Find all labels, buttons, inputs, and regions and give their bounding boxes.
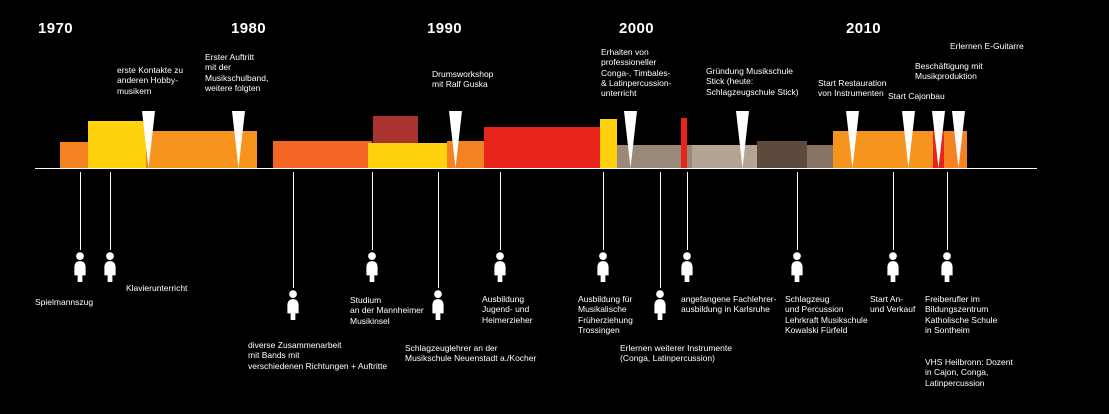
timeline-period-block bbox=[692, 145, 757, 168]
decade-label-1980: 1980 bbox=[231, 20, 266, 37]
decade-label-1970: 1970 bbox=[38, 20, 73, 37]
decade-label-1990: 1990 bbox=[427, 20, 462, 37]
person-icon bbox=[366, 252, 378, 282]
below-event-label: Klavierunterricht bbox=[126, 283, 188, 293]
person-icon bbox=[941, 252, 953, 282]
below-event-connector bbox=[437, 172, 439, 288]
timeline-period-block bbox=[373, 116, 418, 143]
person-icon bbox=[287, 290, 299, 320]
event-marker-label: Start Restauration von Instrumenten bbox=[818, 78, 887, 99]
event-marker-label: Drumsworkshop mit Ralf Guska bbox=[432, 69, 494, 90]
below-event-connector bbox=[292, 172, 294, 288]
below-event-label: Schlagzeug und Percussion Lehrkraft Musi… bbox=[785, 294, 868, 336]
below-event-label: Schlagzeuglehrer an der Musikschule Neue… bbox=[405, 343, 537, 364]
person-icon-wrap bbox=[652, 290, 668, 320]
event-marker-label: Start Cajonbau bbox=[888, 91, 945, 101]
person-icon-wrap bbox=[285, 290, 301, 320]
below-event-connector bbox=[796, 172, 798, 250]
timeline-period-block bbox=[368, 143, 447, 168]
timeline-period-block bbox=[833, 131, 933, 168]
below-event-label: Spielmannszug bbox=[35, 297, 94, 307]
timeline-period-block bbox=[273, 141, 372, 168]
event-marker-label: erste Kontakte zu anderen Hobby- musiker… bbox=[117, 65, 184, 96]
below-event-label: Freiberufler im Bildungszentrum Katholis… bbox=[925, 294, 998, 336]
person-icon bbox=[104, 252, 116, 282]
below-event-label: Erlernen weiterer Instrumente (Conga, La… bbox=[620, 343, 732, 364]
below-event-label: Start An- und Verkauf bbox=[870, 294, 916, 315]
person-icon-wrap bbox=[492, 252, 508, 282]
person-icon-wrap bbox=[789, 252, 805, 282]
event-marker-label: Erhalten von professioneller Conga-, Tim… bbox=[601, 47, 672, 99]
below-event-connector bbox=[602, 172, 604, 250]
below-event-label: Studium an der Mannheimer Musikinsel bbox=[350, 295, 424, 326]
person-icon bbox=[432, 290, 444, 320]
person-icon-wrap bbox=[595, 252, 611, 282]
below-event-label: diverse Zusammenarbeit mit Bands mit ver… bbox=[248, 340, 388, 371]
timeline-period-block bbox=[88, 121, 146, 168]
person-icon bbox=[597, 252, 609, 282]
person-icon-wrap bbox=[679, 252, 695, 282]
person-icon-wrap bbox=[430, 290, 446, 320]
person-icon bbox=[654, 290, 666, 320]
person-icon-wrap bbox=[939, 252, 955, 282]
event-marker-label: Erster Auftritt mit der Musikschulband, … bbox=[205, 52, 269, 94]
decade-label-2000: 2000 bbox=[619, 20, 654, 37]
below-event-connector bbox=[79, 172, 81, 250]
person-icon bbox=[681, 252, 693, 282]
below-event-label: angefangene Fachlehrer- ausbildung in Ka… bbox=[681, 294, 777, 315]
person-icon-wrap bbox=[72, 252, 88, 282]
event-marker-label: Gründung Musikschule Stick (heute: Schla… bbox=[706, 66, 799, 97]
timeline-period-block bbox=[681, 118, 687, 168]
timeline-period-block bbox=[447, 141, 484, 168]
timeline-period-block bbox=[484, 127, 600, 168]
person-icon-wrap bbox=[885, 252, 901, 282]
below-event-connector bbox=[371, 172, 373, 250]
person-icon-wrap bbox=[364, 252, 380, 282]
timeline-period-block bbox=[807, 145, 833, 168]
below-event-connector bbox=[892, 172, 894, 250]
timeline-period-block bbox=[617, 145, 692, 168]
below-event-connector bbox=[686, 172, 688, 250]
person-icon bbox=[791, 252, 803, 282]
event-marker-label: Erlernen E-Guitarre bbox=[950, 41, 1024, 51]
below-event-connector bbox=[946, 172, 948, 250]
timeline-axis bbox=[35, 168, 1037, 169]
below-event-connector bbox=[659, 172, 661, 288]
person-icon-wrap bbox=[102, 252, 118, 282]
timeline-period-block bbox=[600, 119, 617, 168]
note-label: VHS Heilbronn: Dozent in Cajon, Conga, L… bbox=[925, 357, 1013, 388]
below-event-connector bbox=[109, 172, 111, 250]
decade-label-2010: 2010 bbox=[846, 20, 881, 37]
below-event-connector bbox=[499, 172, 501, 250]
below-event-label: Ausbildung für Musikalische Früherziehun… bbox=[578, 294, 633, 336]
timeline-period-block bbox=[757, 141, 807, 168]
event-marker-label: Beschäftigung mit Musikproduktion bbox=[915, 61, 983, 82]
person-icon bbox=[74, 252, 86, 282]
below-event-label: Ausbildung Jugend- und Heimerzieher bbox=[482, 294, 533, 325]
person-icon bbox=[494, 252, 506, 282]
person-icon bbox=[887, 252, 899, 282]
